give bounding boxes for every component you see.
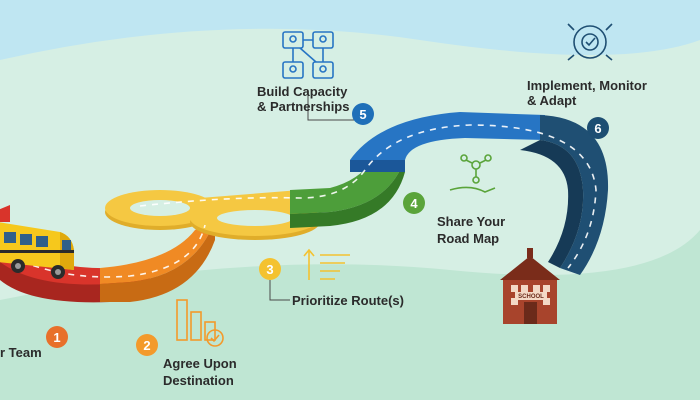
svg-text:1: 1 <box>53 330 60 345</box>
school-bus <box>0 205 74 279</box>
step-badge-6: 6 <box>587 117 609 139</box>
step-badge-2: 2 <box>136 334 158 356</box>
svg-text:4: 4 <box>410 196 418 211</box>
road-segment-navy <box>520 115 609 275</box>
step-6-label-line1: Implement, Monitor <box>527 78 647 93</box>
front-hill <box>0 230 700 400</box>
priority-list-icon <box>303 248 350 280</box>
road-segment-red-orange <box>0 220 215 303</box>
step-3-label: Prioritize Route(s) <box>292 293 404 308</box>
step-5-label-line1: Build Capacity <box>257 84 348 99</box>
svg-text:2: 2 <box>143 338 150 353</box>
hand-network-icon <box>449 154 496 193</box>
step-4-label-line2: Road Map <box>437 231 499 246</box>
connector-step-3 <box>269 280 290 301</box>
step-1-label: r Team <box>0 345 42 360</box>
step-badge-5: 5 <box>352 103 374 125</box>
svg-text:3: 3 <box>266 262 273 277</box>
step-badge-4: 4 <box>403 192 425 214</box>
step-4-label-line1: Share Your <box>437 214 505 229</box>
step-badge-1: 1 <box>46 326 68 348</box>
team-network-icon <box>282 31 334 79</box>
road-segment-blue <box>350 112 545 172</box>
road-segment-yellow <box>105 190 320 240</box>
step-6-label-line2: & Adapt <box>527 93 577 108</box>
school-sign: SCHOOL <box>518 294 544 300</box>
cycle-check-icon <box>567 23 613 61</box>
step-2-label-line1: Agree Upon <box>163 356 237 371</box>
school-building: SCHOOL <box>500 248 560 324</box>
road-center-line <box>0 124 597 278</box>
svg-text:6: 6 <box>594 121 601 136</box>
connector-step-5 <box>307 95 360 121</box>
step-2-label-line2: Destination <box>163 373 234 388</box>
step-5-label-line2: & Partnerships <box>257 99 349 114</box>
svg-text:5: 5 <box>359 107 366 122</box>
bar-chart-check-icon <box>176 299 224 347</box>
step-badge-3: 3 <box>259 258 281 280</box>
